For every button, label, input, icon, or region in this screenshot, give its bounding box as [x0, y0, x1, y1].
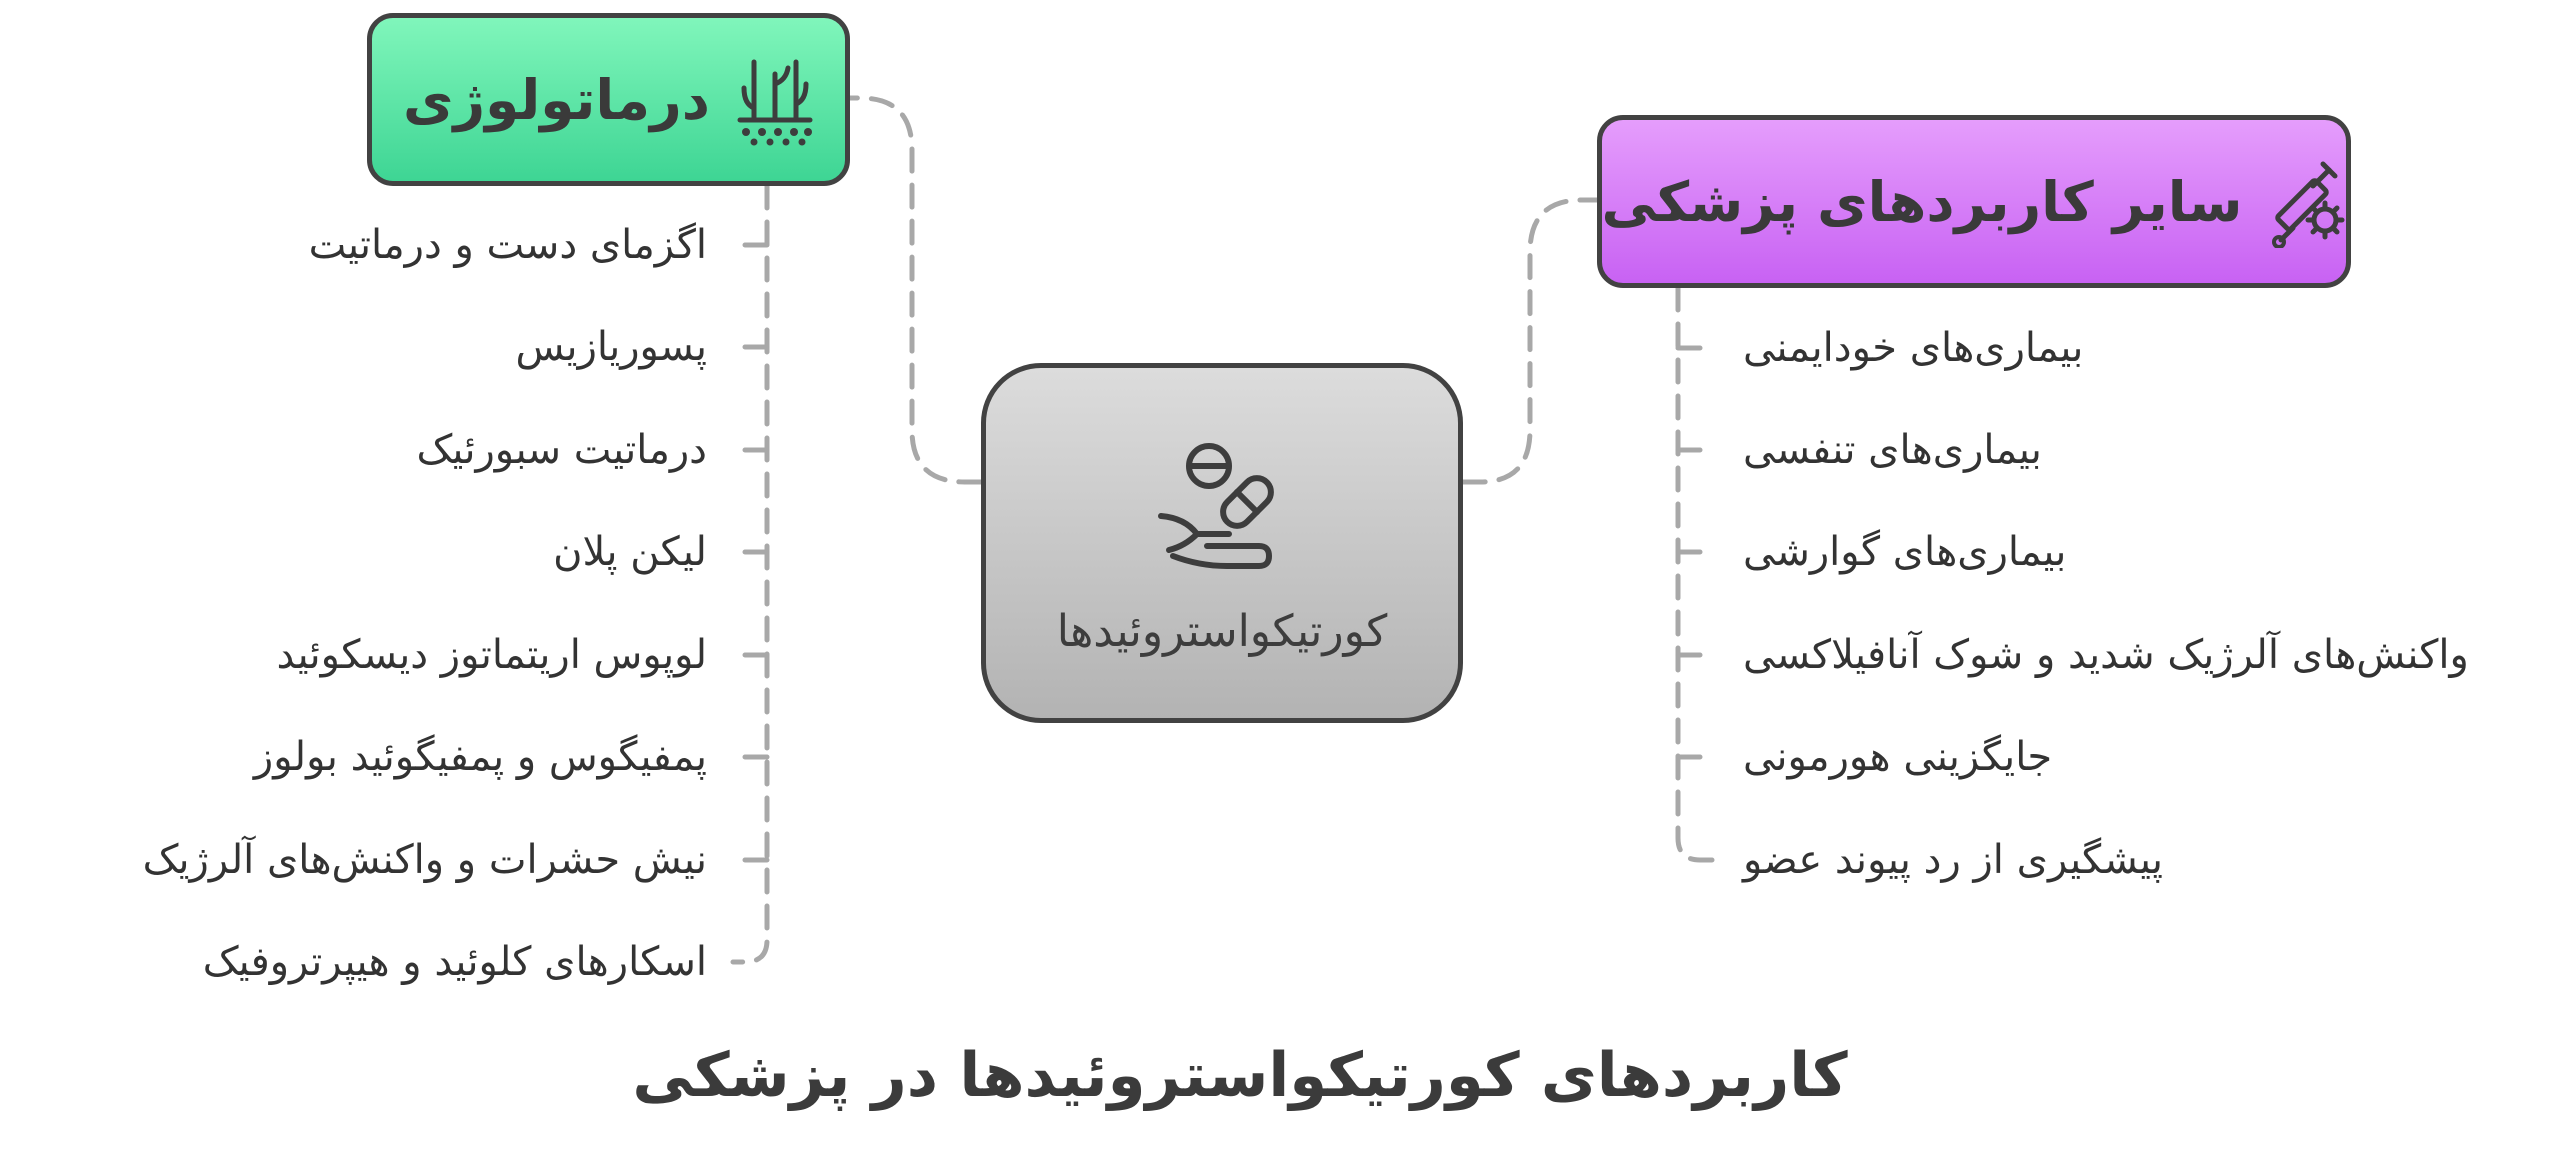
- leaf-other-6: پیشگیری از رد پیوند عضو: [1743, 837, 2164, 883]
- leaf-other-3: بیماری‌های گوارشی: [1743, 529, 2067, 575]
- connector-center-other: [1460, 197, 1600, 485]
- branch-title-dermatology: درماتولوژی: [403, 67, 710, 132]
- leaf-other-4: واکنش‌های آلرژیک شدید و شوک آنافیلاکسی: [1743, 632, 2469, 678]
- central-node-label: کورتیکواستروئیدها: [1056, 605, 1388, 657]
- other-spine: [1675, 285, 1715, 863]
- hand-holding-pills-icon: [1158, 442, 1274, 569]
- diagram-title: کاربردهای کورتیکواستروئیدها در پزشکی: [632, 1040, 1848, 1111]
- leaf-dermatology-5: لوپوس اریتماتوز دیسکوئید: [276, 632, 707, 678]
- leaf-dermatology-6: پمفیگوس و پمفیگوئید بولوز: [253, 734, 707, 780]
- branch-other-medical: سایر کاربردهای پزشکی: [1597, 115, 2351, 288]
- central-node: کورتیکواستروئیدها: [981, 363, 1463, 723]
- skin-hair-icon: [737, 59, 813, 145]
- leaf-dermatology-7: نیش حشرات و واکنش‌های آلرژیک: [142, 837, 707, 883]
- leaf-dermatology-3: درماتیت سبورئیک: [416, 427, 707, 473]
- syringe-virus-icon: [2271, 161, 2345, 248]
- leaf-other-1: بیماری‌های خودایمنی: [1743, 325, 2084, 371]
- leaf-dermatology-2: پسوریازیس: [515, 324, 707, 370]
- leaf-other-5: جایگزینی هورمونی: [1743, 734, 2053, 780]
- leaf-other-2: بیماری‌های تنفسی: [1743, 427, 2042, 473]
- branch-dermatology: درماتولوژی: [367, 13, 850, 186]
- connector-center-dermatology: [847, 95, 984, 485]
- leaf-dermatology-1: اگزمای دست و درماتیت: [308, 222, 707, 268]
- leaf-dermatology-8: اسکارهای کلوئید و هیپرتروفیک: [202, 939, 707, 985]
- dermatology-spine: [730, 183, 770, 965]
- branch-title-other-medical: سایر کاربردهای پزشکی: [1601, 169, 2243, 234]
- leaf-dermatology-4: لیکن پلان: [553, 529, 707, 575]
